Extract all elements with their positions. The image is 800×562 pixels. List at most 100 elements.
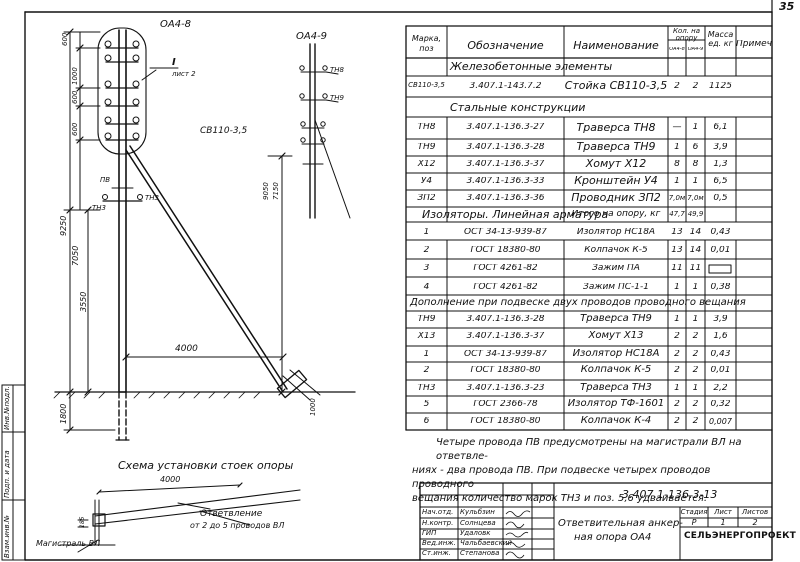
cell-mass: 0,01 (710, 366, 731, 375)
traverse-label-th8: ТН8 (330, 66, 344, 74)
organization-name: СЕЛЬЭНЕРГОПРОЕКТ (684, 531, 796, 541)
cell-qty-b: 2 (692, 350, 699, 359)
signature-scribbles (505, 510, 531, 559)
cell-name: Изолятор НС18А (576, 228, 656, 237)
cell-designation: 3.407.1-136.3-27 (466, 123, 545, 132)
cell-designation: ГОСТ 18380-80 (470, 246, 541, 255)
cell-name: Изолятор НС18А (572, 349, 660, 359)
dim-span-4000: 4000 (175, 344, 198, 354)
cell-qty-b: 2 (692, 332, 699, 341)
header-mass: Масса ед. кг (707, 30, 734, 48)
cell-name: Хомут Х13 (588, 331, 644, 341)
dim-1800: 1800 (59, 403, 68, 424)
cell-designation: ГОСТ 4261-82 (473, 264, 538, 273)
section-title-reinforced-concrete: Железобетонные элементы (450, 60, 613, 73)
sheets-value: 2 (752, 519, 758, 527)
traverse-label-th9: ТН9 (330, 94, 344, 102)
cell-mark: 4 (423, 283, 430, 292)
cell-mass: 0,007 (709, 418, 732, 426)
role-name: Степанова (460, 549, 500, 557)
cell-qty-a: 2 (674, 366, 680, 375)
cell-designation: 3.407.1-136.3-28 (466, 143, 545, 152)
header-qty-oa4-8: ОА4-8 (669, 47, 685, 52)
cell-name: Траверса ТН8 (576, 122, 656, 133)
cell-qty-b: 7,0м (687, 195, 704, 202)
cell-mass: 1,3 (713, 160, 728, 169)
cell-qty-a: 2 (674, 400, 680, 409)
cell-name: Зажим ПА (592, 264, 640, 273)
cell-name: Кронштейн У4 (574, 175, 658, 186)
cell-qty-a: 7,0м (668, 195, 686, 202)
strip-label-replaces: Взам.инв.№ (3, 514, 11, 558)
cell-mass: 0,43 (710, 350, 731, 359)
title-line-1: Ответвительная анкер- (558, 518, 683, 529)
section-title-steel: Стальные конструкции (450, 101, 586, 114)
label-oa4-9: ОА4-9 (296, 31, 328, 42)
cell-qty-a: 13 (671, 228, 683, 237)
stage-value: Р (691, 519, 697, 527)
cell-mass: 0,32 (710, 400, 731, 409)
cell-qty-a: 1 (674, 143, 680, 152)
cell-designation: 3.407.1-136.3-33 (466, 177, 545, 186)
cell-qty-a: 11 (671, 264, 683, 273)
cell-mass: 3,9 (713, 143, 728, 152)
plan-title: Схема установки стоек опоры (118, 459, 294, 472)
cell-name: Колпачок К-4 (580, 416, 652, 426)
page-number: 35 (779, 0, 795, 13)
cell-mass: 3,9 (713, 315, 728, 324)
header-qty: Кол. на опору (672, 28, 701, 42)
role-label: Нач.отд. (422, 508, 454, 516)
callout-i: I (172, 57, 176, 68)
cell-mark: У4 (420, 177, 433, 186)
cell-qty-b: 14 (689, 246, 702, 255)
cell-mark: ТН3 (417, 384, 436, 393)
dim-1000: 1000 (71, 67, 79, 85)
strip-label-inventory: Инв.№подл. (3, 386, 11, 430)
cell-designation: 3.407.1-136.3-23 (466, 384, 545, 393)
cell-qty-b: 11 (689, 264, 702, 273)
cell-mass: 0,43 (710, 228, 731, 237)
cell-mass: 1,6 (713, 332, 728, 341)
section-title-insulators: Изоляторы. Линейная арматура (422, 208, 609, 221)
cell-mark: 2 (423, 246, 430, 255)
cell-mark: 3 (423, 264, 430, 273)
header-name: Наименование (573, 40, 659, 51)
cell-qty-a: 2 (674, 350, 680, 359)
cell-qty-b: 6 (692, 143, 699, 152)
mainline-label: Магистраль ВЛ (36, 539, 101, 548)
cell-qty-a: 1 (674, 283, 680, 292)
cell-name: Изолятор ТФ-1601 (567, 399, 665, 409)
cell-mass: 0,5 (713, 194, 728, 203)
cell-qty-b: 2 (692, 400, 699, 409)
cell-qty-a: 2 (674, 332, 680, 341)
dim-600-low: 600 (71, 122, 79, 136)
dim-ground-1000: 1000 (309, 398, 317, 416)
traverse-label-th3-left: ТН3 (92, 204, 106, 212)
cell-mark: ТН9 (417, 143, 436, 152)
cell-mark: Х13 (417, 332, 436, 341)
cell-name: Колпачок К-5 (580, 365, 652, 375)
cell-name: Итого на опору, кг (571, 210, 661, 219)
cell-designation: ГОСТ 18380-80 (470, 417, 541, 426)
cell-designation: 3.407.1-143.7.2 (469, 82, 542, 91)
note-line: ниях - два провода ПВ. При подвеске четы… (412, 465, 711, 490)
section-title-supplement: Дополнение при подвеске двух проводов пр… (410, 297, 746, 308)
cell-qty-a: 1 (674, 384, 680, 393)
cell-qty-b: 14 (689, 228, 702, 237)
strip-label-signature: Подп. и дата (3, 450, 11, 498)
cell-mass: 1125 (709, 82, 732, 91)
cell-qty-b: 1 (692, 177, 699, 186)
role-name: Солнцева (460, 519, 496, 527)
header-mark: Марка, поз (411, 34, 442, 53)
doc-code: 3.407.1-136.3-13 (622, 488, 718, 501)
cell-qty-a: 8 (674, 160, 680, 169)
cell-qty-a: 2 (674, 417, 680, 426)
dim-9250: 9250 (59, 215, 68, 236)
cell-name: Траверса ТН3 (580, 383, 652, 393)
cell-qty-b: 8 (692, 160, 699, 169)
role-name: Чальбаевский (460, 539, 512, 547)
cell-mark: ТН8 (417, 123, 436, 132)
dim-7150: 7150 (272, 182, 280, 200)
